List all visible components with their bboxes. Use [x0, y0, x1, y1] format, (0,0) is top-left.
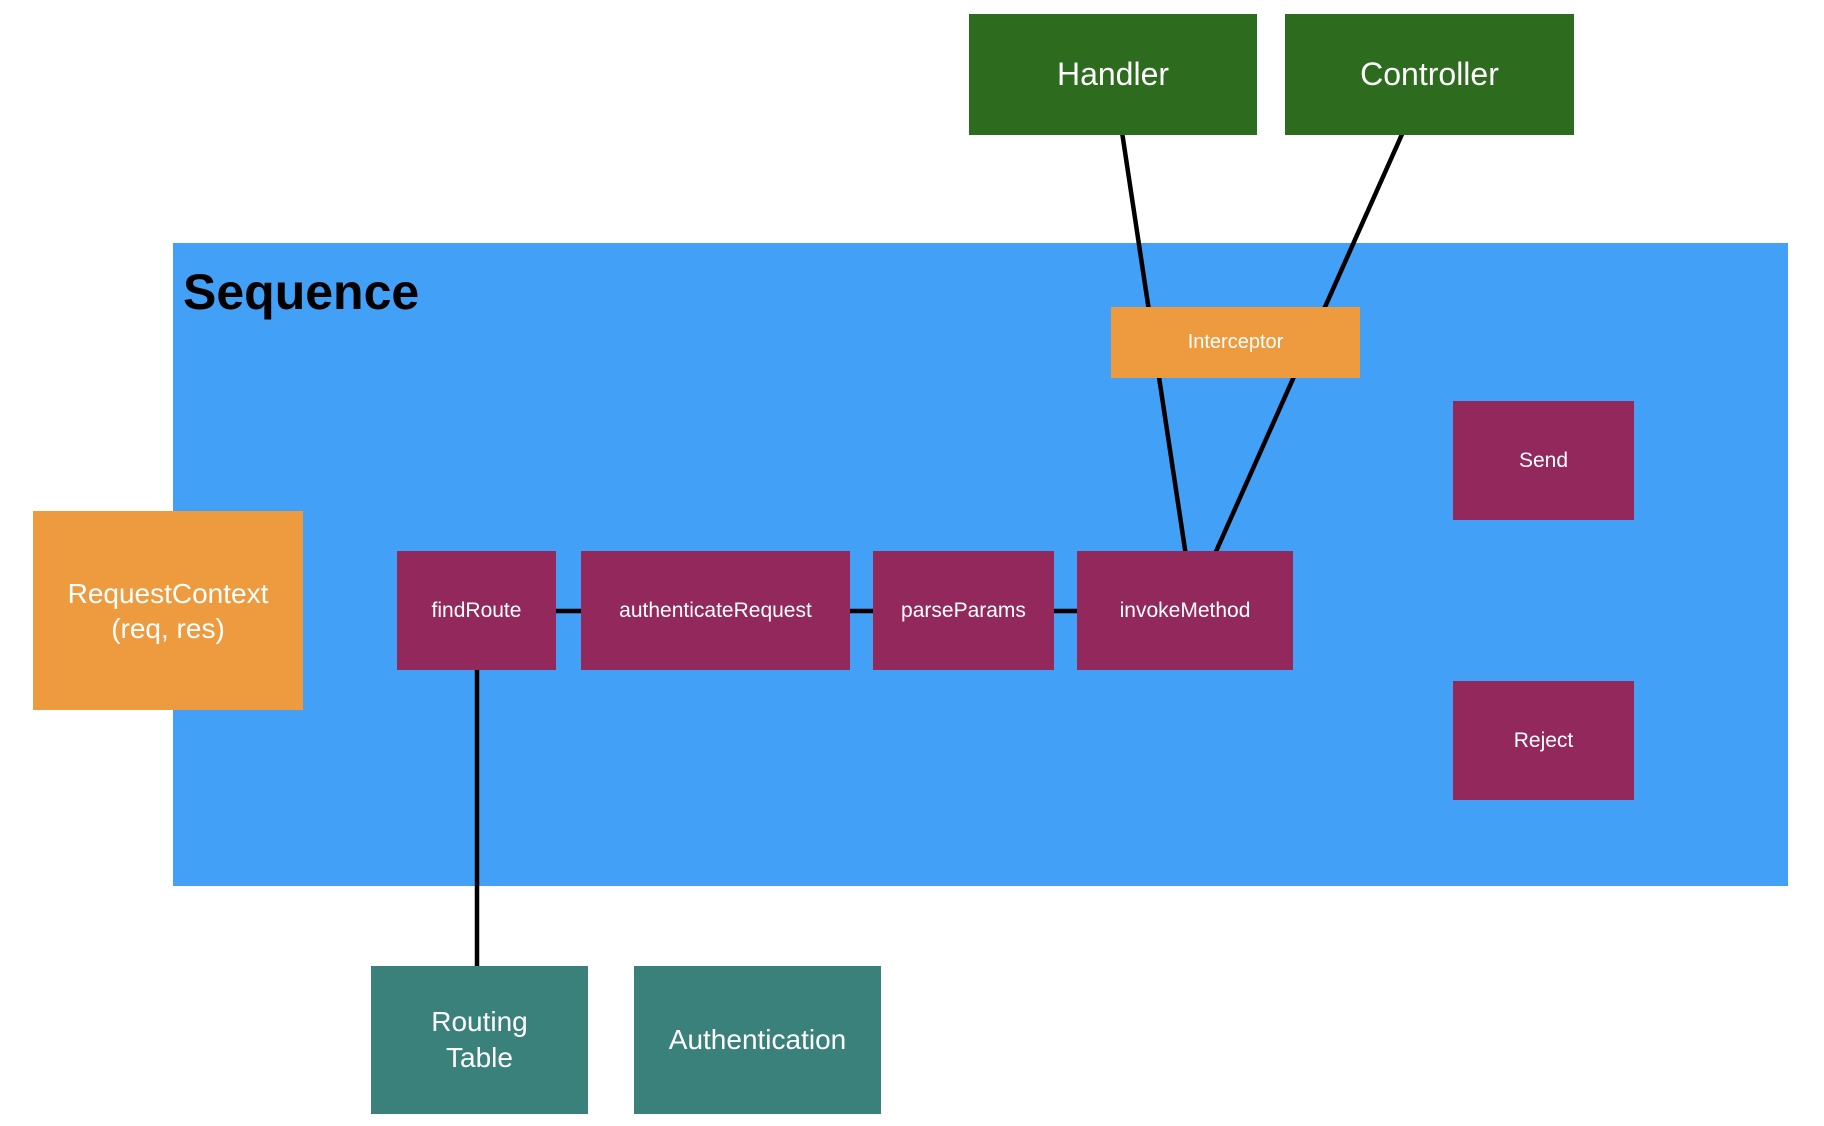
request-context-node: RequestContext (req, res): [33, 511, 303, 710]
authentication-node: Authentication: [634, 966, 881, 1114]
authenticate-request-node: authenticateRequest: [581, 551, 850, 670]
interceptor-node: Interceptor: [1111, 307, 1360, 378]
handler-node: Handler: [969, 14, 1257, 135]
sequence-title: Sequence: [183, 264, 420, 320]
find-route-node: findRoute: [397, 551, 556, 670]
send-node: Send: [1453, 401, 1634, 520]
reject-node: Reject: [1453, 681, 1634, 800]
parse-params-node: parseParams: [873, 551, 1054, 670]
invoke-method-node: invokeMethod: [1077, 551, 1293, 670]
routing-table-node: Routing Table: [371, 966, 588, 1114]
controller-node: Controller: [1285, 14, 1574, 135]
